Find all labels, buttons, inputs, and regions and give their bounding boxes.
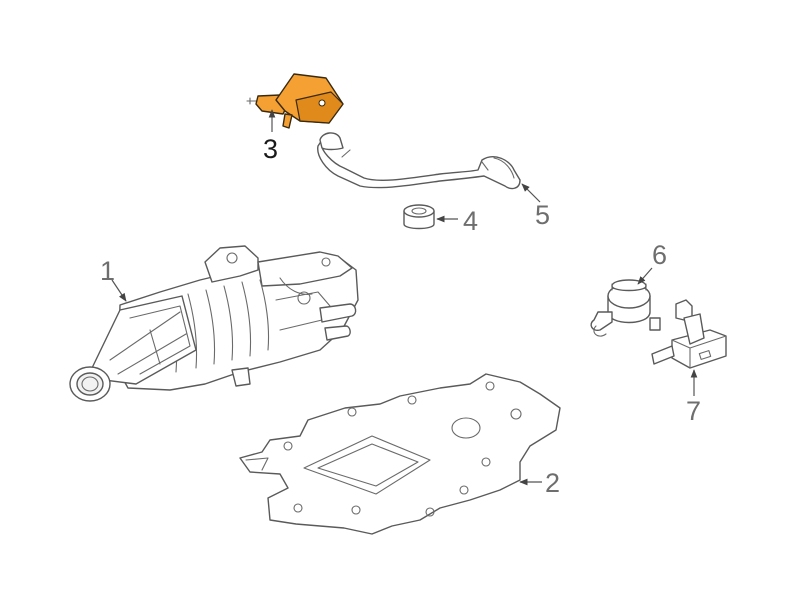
part-6-actuator[interactable] bbox=[590, 279, 661, 337]
callout-7: 7 bbox=[686, 396, 701, 426]
callout-5: 5 bbox=[535, 200, 550, 230]
leader-lines bbox=[111, 109, 698, 486]
leader-5 bbox=[521, 183, 541, 203]
callout-labels: 1 2 3 4 5 6 7 bbox=[100, 134, 701, 498]
part-4-grommet[interactable] bbox=[403, 204, 435, 230]
part-7-solenoid[interactable] bbox=[651, 299, 727, 369]
callout-6: 6 bbox=[652, 240, 667, 270]
part-3-highlighted[interactable] bbox=[246, 73, 344, 129]
leader-6 bbox=[637, 267, 653, 285]
part-2-gasket[interactable] bbox=[239, 373, 561, 535]
callout-4: 4 bbox=[463, 206, 478, 236]
callout-1: 1 bbox=[100, 256, 115, 286]
part-5-hose[interactable] bbox=[317, 132, 521, 190]
part-1-supercharger[interactable] bbox=[69, 245, 359, 402]
leader-1 bbox=[111, 279, 127, 302]
callout-3: 3 bbox=[263, 134, 278, 164]
callout-2: 2 bbox=[545, 468, 560, 498]
